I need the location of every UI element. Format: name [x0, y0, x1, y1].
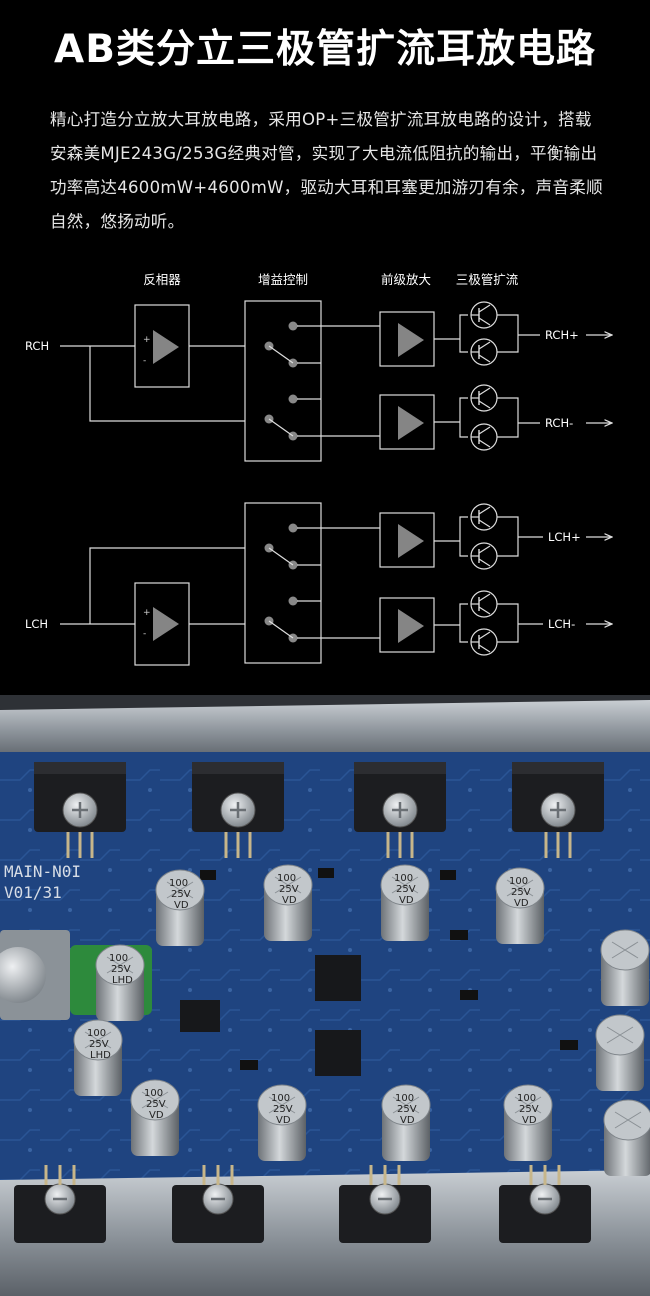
svg-text:100: 100 — [169, 878, 188, 889]
circuit-diagram: 反相器 增益控制 前级放大 三极管扩流 RCH + - RCH+ RCH- — [25, 272, 650, 666]
capacitor: 100 25V VD — [257, 1084, 307, 1162]
svg-text:100: 100 — [509, 876, 528, 887]
svg-text:-: - — [143, 356, 146, 366]
gain-control-switch — [244, 502, 322, 664]
ic-chip — [315, 1030, 361, 1076]
capacitor — [595, 1014, 645, 1092]
capacitor: 100 25V VD — [495, 867, 545, 945]
ic-chip — [180, 1000, 220, 1032]
capacitor — [603, 1099, 650, 1177]
svg-text:VD: VD — [282, 895, 297, 906]
page-title: AB类分立三极管扩流耳放电路 — [54, 27, 596, 72]
svg-text:LHD: LHD — [90, 1050, 111, 1061]
svg-text:25V: 25V — [397, 1104, 417, 1115]
capacitor: 100 25V VD — [503, 1084, 553, 1162]
output-label-lch-plus: LCH+ — [548, 530, 581, 544]
board-date: V01/31 — [4, 883, 62, 902]
svg-text:100: 100 — [277, 873, 296, 884]
svg-text:+: + — [143, 608, 151, 618]
svg-text:VD: VD — [400, 1115, 415, 1126]
transistor-icon — [470, 338, 498, 366]
capacitor: 100 25V LHD — [73, 1019, 123, 1097]
svg-text:+: + — [143, 335, 151, 345]
inverter-opamp: + - — [134, 582, 190, 666]
capacitor: 100 25V LHD — [95, 944, 145, 1022]
capacitor: 100 25V VD — [263, 864, 313, 942]
svg-text:VD: VD — [514, 898, 529, 909]
svg-text:100: 100 — [394, 873, 413, 884]
transistor-icon — [470, 628, 498, 656]
input-label-lch: LCH — [25, 617, 48, 631]
preamp-opamp — [379, 597, 435, 653]
svg-text:100: 100 — [144, 1088, 163, 1099]
capacitor — [600, 929, 650, 1007]
preamp-opamp — [379, 394, 435, 450]
svg-text:25V: 25V — [279, 884, 299, 895]
svg-text:25V: 25V — [89, 1039, 109, 1050]
right-channel: RCH + - RCH+ RCH- — [25, 300, 612, 462]
svg-text:VD: VD — [149, 1110, 164, 1121]
header-preamp: 前级放大 — [381, 272, 431, 287]
capacitor: 100 25V VD — [381, 1084, 431, 1162]
svg-text:25V: 25V — [396, 884, 416, 895]
svg-text:-: - — [143, 629, 146, 639]
svg-text:25V: 25V — [146, 1099, 166, 1110]
svg-text:25V: 25V — [171, 889, 191, 900]
header-inverter: 反相器 — [143, 272, 181, 287]
board-label: MAIN-N0I — [4, 862, 81, 881]
transistor-icon — [470, 542, 498, 570]
capacitor: 100 25V VD — [155, 869, 205, 947]
transistor-icon — [470, 301, 498, 329]
transistor-icon — [470, 590, 498, 618]
header-gain-control: 增益控制 — [258, 272, 308, 287]
svg-text:LHD: LHD — [112, 975, 133, 986]
svg-text:100: 100 — [517, 1093, 536, 1104]
output-label-rch-plus: RCH+ — [545, 328, 579, 342]
svg-text:25V: 25V — [511, 887, 531, 898]
intro-paragraph: 精心打造分立放大耳放电路，采用OP+三极管扩流耳放电路的设计，搭载安森美MJE2… — [50, 110, 603, 231]
inverter-opamp: + - — [134, 304, 190, 388]
svg-text:100: 100 — [395, 1093, 414, 1104]
output-label-lch-minus: LCH- — [548, 617, 575, 631]
transistor-icon — [470, 423, 498, 451]
transistor-icon — [470, 384, 498, 412]
preamp-opamp — [379, 311, 435, 367]
left-channel: LCH + - LCH+ LCH- — [25, 502, 612, 666]
svg-text:25V: 25V — [111, 964, 131, 975]
svg-text:VD: VD — [522, 1115, 537, 1126]
svg-text:100: 100 — [87, 1028, 106, 1039]
svg-text:25V: 25V — [519, 1104, 539, 1115]
gain-control-switch — [244, 300, 322, 462]
svg-text:VD: VD — [276, 1115, 291, 1126]
ic-chip — [315, 955, 361, 1001]
header-transistor-expand: 三极管扩流 — [456, 272, 519, 287]
pcb-photo: MAIN-N0I V01/31 100 25V VD 100 25V VD 10… — [0, 695, 650, 1296]
preamp-opamp — [379, 512, 435, 568]
input-label-rch: RCH — [25, 339, 49, 353]
capacitor: 100 25V VD — [130, 1079, 180, 1157]
svg-text:100: 100 — [271, 1093, 290, 1104]
svg-text:VD: VD — [399, 895, 414, 906]
transistor-icon — [470, 503, 498, 531]
svg-text:VD: VD — [174, 900, 189, 911]
svg-text:100: 100 — [109, 953, 128, 964]
capacitor: 100 25V VD — [380, 864, 430, 942]
svg-text:25V: 25V — [273, 1104, 293, 1115]
output-label-rch-minus: RCH- — [545, 416, 573, 430]
